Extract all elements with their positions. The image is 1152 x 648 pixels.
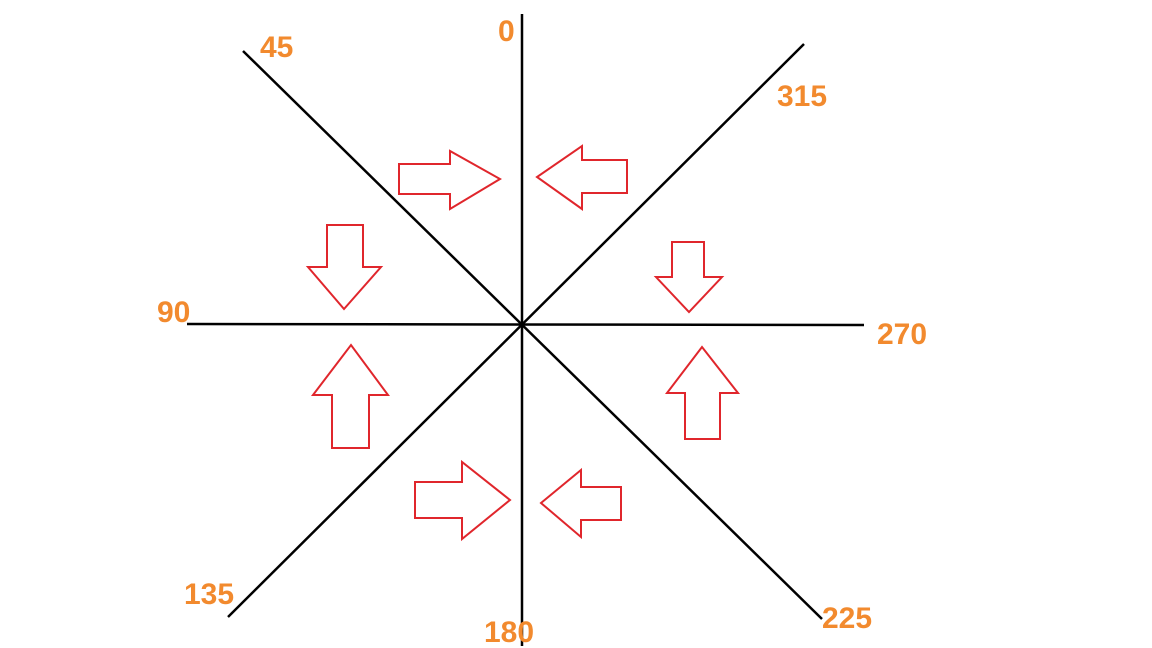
label-270: 270 [877,318,927,351]
label-180: 180 [484,616,534,648]
diagonal-line-45-225 [242,50,823,620]
arrow-up-icon [310,343,390,449]
arrow-down-icon [305,224,384,311]
label-315: 315 [777,80,827,113]
arrow-right-icon [398,149,502,211]
label-90: 90 [157,296,190,329]
label-0: 0 [498,15,515,48]
arrow-left-icon [535,144,628,211]
label-225: 225 [822,602,872,635]
label-45: 45 [260,31,293,64]
arrow-left-icon [539,467,622,540]
arrow-down-icon [653,241,725,314]
label-135: 135 [184,578,234,611]
diagonal-line-135-315 [227,43,805,618]
arrow-right-icon [414,459,512,542]
arrow-up-icon [664,345,741,440]
horizontal-axis-line [186,322,865,327]
